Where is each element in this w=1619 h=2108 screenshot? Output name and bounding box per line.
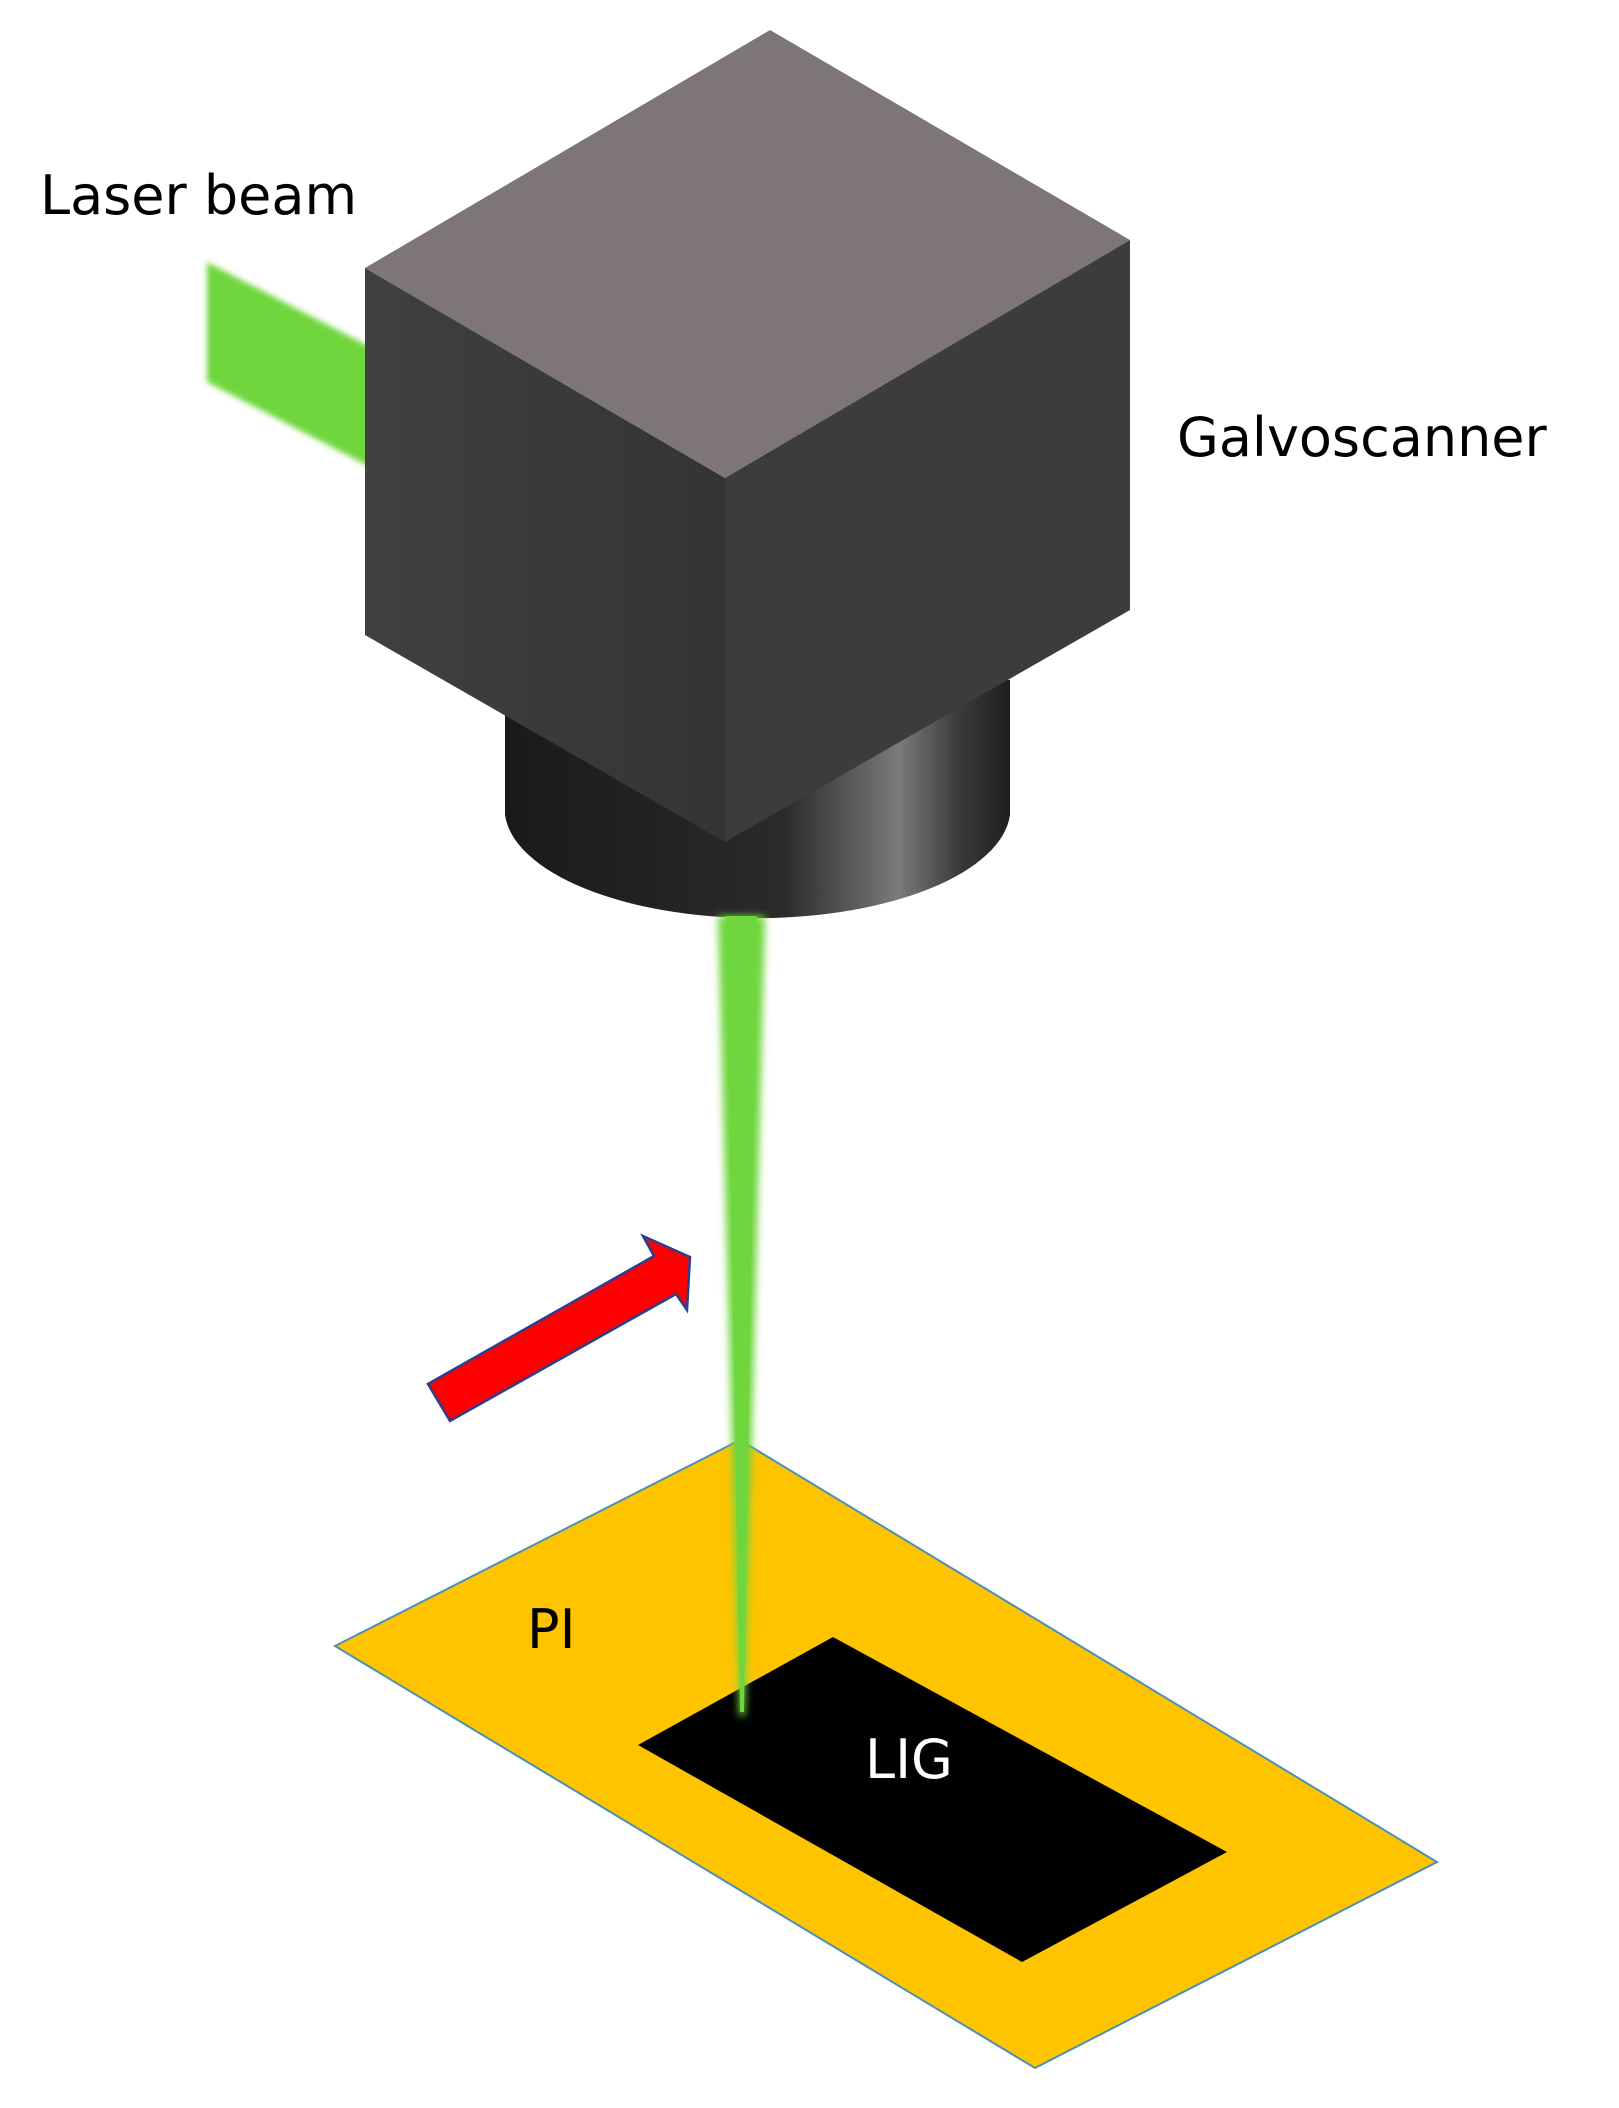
incoming-laser-beam [207,262,395,480]
scan-direction-arrow [426,1233,692,1423]
lig-label: LIG [865,1728,953,1791]
laser-beam-label: Laser beam [40,164,357,227]
galvoscanner-cube [365,30,1130,842]
cube-side-face [725,240,1130,842]
cube-top-face [365,30,1130,478]
focused-laser-beam-core [726,916,757,1712]
lig-region [638,1637,1227,1962]
pi-label: PI [527,1598,576,1661]
cube-front-face [365,268,725,842]
galvoscanner-label: Galvoscanner [1177,406,1548,469]
